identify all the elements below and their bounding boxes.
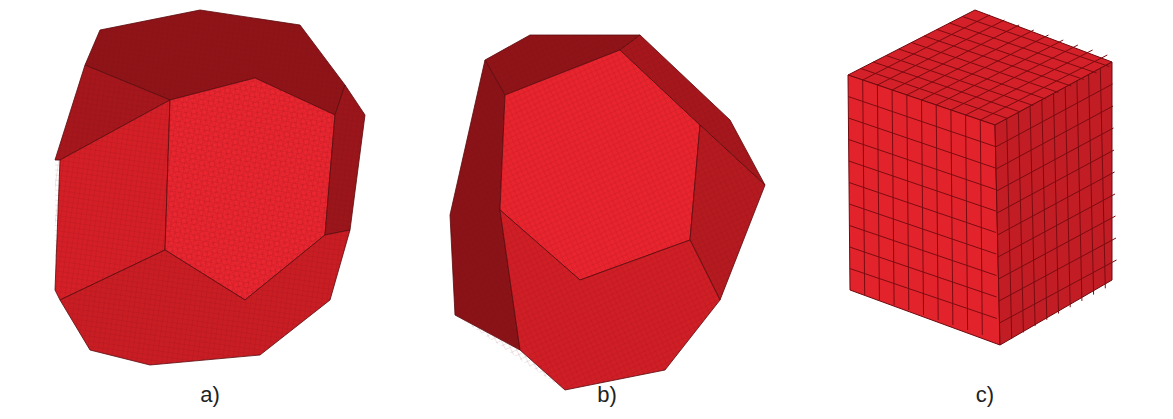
meshed-cube xyxy=(848,10,1122,345)
truncated-octahedron-b xyxy=(450,35,765,390)
figure-label: a) xyxy=(200,382,220,408)
truncated-octahedron-a xyxy=(55,10,365,365)
figure-label: c) xyxy=(976,382,994,408)
figure-label: b) xyxy=(597,382,617,408)
